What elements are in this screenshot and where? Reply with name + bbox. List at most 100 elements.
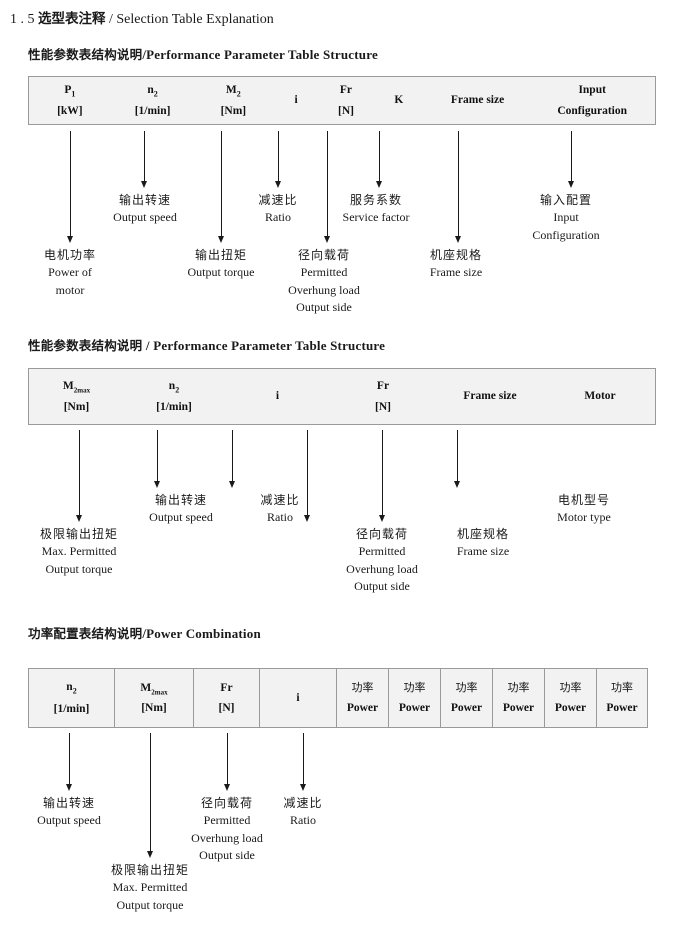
- table-2-symbol-i: i: [275, 390, 280, 403]
- performance-parameter-table-1: P1 [kW] n2 [1/min] M2 [Nm] i Fr [N] K Fr…: [28, 76, 656, 125]
- page-title-cn: 选型表注释: [38, 11, 106, 27]
- callout-max-permitted-output-torque-3: 极限输出扭矩 Max. Permitted Output torque: [110, 863, 190, 912]
- arrow-max-permitted-output-torque-3: [147, 733, 154, 858]
- table-2-cell-m2max: M2max [Nm]: [29, 369, 124, 424]
- table-3-unit-n2: [1/min]: [53, 702, 90, 715]
- table-2-symbol-fr: Fr: [376, 380, 390, 393]
- section-1-heading-en: Performance Parameter Table Structure: [146, 47, 378, 62]
- table-3-cell-n2: n2 [1/min]: [29, 669, 114, 727]
- table-2-cell-motor: Motor: [545, 369, 655, 424]
- table-1-cell-frame-size: Frame size: [426, 77, 530, 124]
- arrow-frame-size-2: [379, 430, 386, 522]
- table-1-cell-p1: P1 [kW]: [29, 77, 111, 124]
- table-3-cell-power-3: 功率 Power: [440, 669, 492, 727]
- section-3-heading-sep: /: [142, 626, 147, 641]
- table-3-symbol-i: i: [296, 691, 300, 704]
- callout-ratio-2: 减速比 Ratio: [260, 493, 300, 525]
- callout-ratio: 减速比 Ratio: [258, 193, 298, 225]
- table-3-unit-fr: [N]: [218, 702, 235, 714]
- table-3-cell-power-2: 功率 Power: [388, 669, 440, 727]
- callout-frame-size: 机座规格 Frame size: [429, 248, 483, 280]
- table-1-cell-fr: Fr [N]: [320, 77, 372, 124]
- callout-frame-size-2: 机座规格 Frame size: [456, 527, 510, 559]
- table-1-cell-input-configuration: Input Configuration: [529, 77, 655, 124]
- table-2-unit-fr: [N]: [375, 400, 391, 413]
- table-1-unit-p1: [kW]: [57, 105, 83, 118]
- arrow-output-speed-2: [154, 430, 161, 488]
- power-combination-table: n2 [1/min] M2max [Nm] Fr [N] i 功率 Power …: [28, 668, 648, 728]
- table-2-symbol-frame-size: Frame size: [463, 390, 517, 403]
- section-1-heading-sep: /: [142, 47, 147, 62]
- table-1-symbol-input: Input: [578, 84, 606, 97]
- table-2-symbol-motor: Motor: [584, 390, 616, 403]
- arrow-ratio-2: [229, 430, 236, 488]
- table-3-unit-m2max: [Nm]: [141, 702, 167, 715]
- section-3-heading-cn: 功率配置表结构说明: [28, 626, 143, 641]
- section-2-heading-en: Performance Parameter Table Structure: [153, 338, 386, 353]
- arrow-frame-size: [455, 131, 462, 243]
- arrow-ratio: [275, 131, 282, 188]
- callout-service-factor: 服务系数 Service factor: [342, 193, 410, 225]
- section-2-heading-sep: /: [145, 338, 150, 353]
- section-2-heading: 性能参数表结构说明 / Performance Parameter Table …: [28, 335, 385, 354]
- table-3-cell-power-1: 功率 Power: [336, 669, 388, 727]
- table-2-cell-fr: Fr [N]: [331, 369, 435, 424]
- table-3-symbol-fr: Fr: [220, 681, 233, 694]
- table-3-cell-fr: Fr [N]: [193, 669, 259, 727]
- arrow-output-speed-3: [66, 733, 73, 791]
- callout-motor-type: 电机型号 Motor type: [557, 493, 611, 525]
- callout-permitted-overhung-load-3: 径向载荷 Permitted Overhung load Output side: [191, 796, 263, 863]
- table-2-cell-i: i: [224, 369, 331, 424]
- section-1-heading: 性能参数表结构说明/Performance Parameter Table St…: [28, 44, 378, 63]
- table-1-unit-configuration: Configuration: [557, 104, 628, 117]
- section-3-heading-en: Power Combination: [146, 626, 261, 641]
- section-2-heading-cn: 性能参数表结构说明: [28, 338, 143, 353]
- title-separator: /: [109, 12, 113, 27]
- callout-permitted-overhung-load-2: 径向载荷 Permitted Overhung load Output side: [346, 527, 418, 594]
- table-1-symbol-k: K: [394, 94, 404, 107]
- table-2-cell-frame-size: Frame size: [435, 369, 545, 424]
- section-number: 1 . 5: [10, 12, 35, 27]
- table-2-cell-n2: n2 [1/min]: [124, 369, 224, 424]
- section-3-heading: 功率配置表结构说明/Power Combination: [28, 623, 261, 642]
- arrow-permitted-overhung-load-3: [224, 733, 231, 791]
- page-title-en: Selection Table Explanation: [116, 12, 274, 27]
- table-3-cell-m2max: M2max [Nm]: [114, 669, 193, 727]
- table-3-cell-power-5: 功率 Power: [544, 669, 596, 727]
- table-1-symbol-i: i: [294, 94, 298, 107]
- callout-input-configuration: 输入配置 Input Configuration: [532, 193, 600, 242]
- performance-parameter-table-2: M2max [Nm] n2 [1/min] i Fr [N] Frame siz…: [28, 368, 656, 425]
- callout-ratio-3: 减速比 Ratio: [283, 796, 323, 828]
- arrow-ratio-3: [300, 733, 307, 791]
- callout-permitted-overhung-load: 径向载荷 Permitted Overhung load Output side: [288, 248, 360, 315]
- callout-output-torque: 输出扭矩 Output torque: [187, 248, 255, 280]
- table-1-cell-m2: M2 [Nm]: [194, 77, 272, 124]
- arrow-service-factor: [376, 131, 383, 188]
- table-3-cell-i: i: [259, 669, 336, 727]
- table-1-symbol-fr: Fr: [339, 84, 353, 97]
- table-3-cell-power-4: 功率 Power: [492, 669, 544, 727]
- callout-output-speed: 输出转速 Output speed: [113, 193, 177, 225]
- arrow-max-permitted-output-torque: [76, 430, 83, 522]
- callout-output-speed-3: 输出转速 Output speed: [37, 796, 101, 828]
- arrow-power-of-motor: [67, 131, 74, 243]
- arrow-motor-type: [454, 430, 461, 488]
- table-1-unit-n2: [1/min]: [134, 105, 171, 118]
- table-3-cell-power-6: 功率 Power: [596, 669, 647, 727]
- arrow-permitted-overhung-load: [324, 131, 331, 243]
- table-1-cell-k: K: [372, 77, 426, 124]
- table-2-unit-n2: [1/min]: [156, 401, 192, 414]
- arrow-permitted-overhung-load-2: [304, 430, 311, 522]
- table-1-cell-n2: n2 [1/min]: [111, 77, 195, 124]
- callout-power-of-motor: 电机功率 Power of motor: [43, 248, 97, 297]
- arrow-output-torque: [218, 131, 225, 243]
- callout-max-permitted-output-torque: 极限输出扭矩 Max. Permitted Output torque: [39, 527, 119, 576]
- table-2-unit-m2max: [Nm]: [63, 400, 90, 413]
- arrow-output-speed: [141, 131, 148, 188]
- callout-output-speed-2: 输出转速 Output speed: [149, 493, 213, 525]
- table-1-cell-i: i: [272, 77, 320, 124]
- page-title: 1 . 5 选型表注释 / Selection Table Explanatio…: [10, 7, 274, 28]
- arrow-input-configuration: [568, 131, 575, 188]
- table-1-unit-m2: [Nm]: [220, 105, 247, 118]
- table-1-unit-fr: [N]: [337, 104, 354, 117]
